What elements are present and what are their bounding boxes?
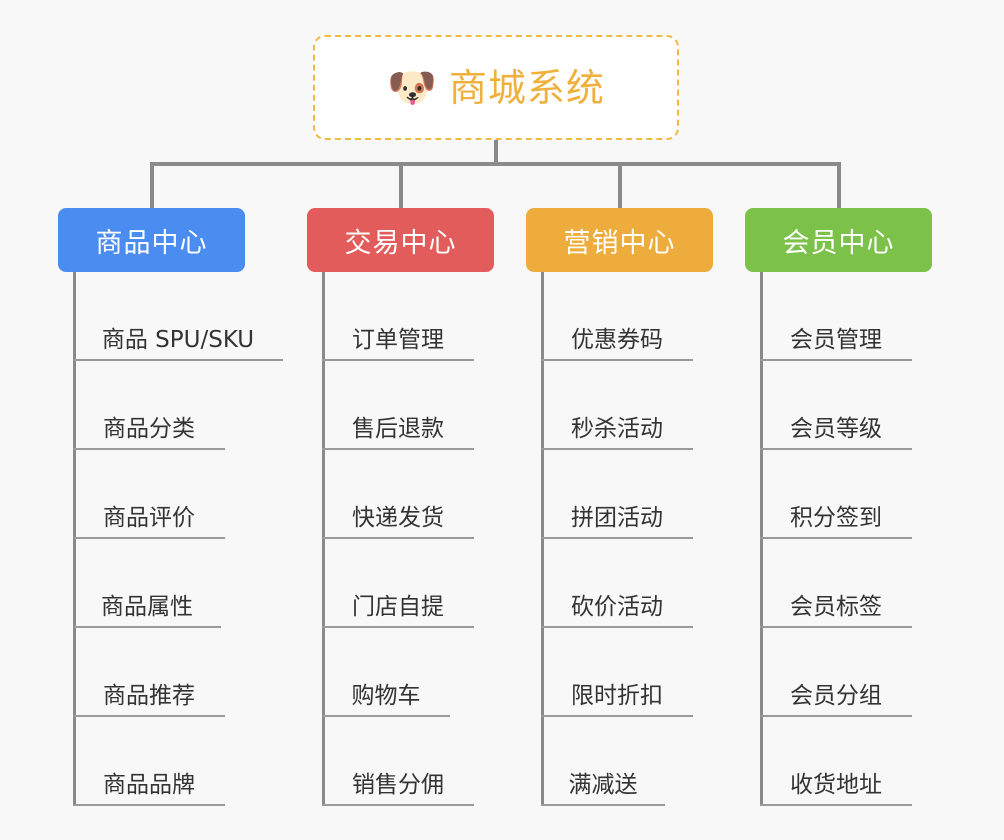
leaf-item[interactable]: 秒杀活动 (541, 361, 693, 450)
leaf-item[interactable]: 限时折扣 (541, 628, 693, 717)
category-header-1[interactable]: 商品中心 (58, 208, 245, 272)
leaf-trunk-line (322, 272, 325, 806)
leaf-item[interactable]: 商品品牌 (73, 717, 225, 806)
leaf-item[interactable]: 订单管理 (322, 272, 474, 361)
leaf-item-label: 售后退款 (352, 415, 444, 442)
leaf-item[interactable]: 商品推荐 (73, 628, 225, 717)
leaf-item[interactable]: 快递发货 (322, 450, 474, 539)
leaf-item-label: 满减送 (568, 771, 638, 798)
category-drop-connector-4 (836, 162, 841, 208)
leaf-item-label: 秒杀活动 (571, 415, 663, 442)
leaf-item[interactable]: 满减送 (541, 717, 665, 806)
leaf-item[interactable]: 拼团活动 (541, 450, 693, 539)
root-node[interactable]: 🐶 商城系统 (313, 35, 679, 140)
root-stem-connector (494, 140, 498, 166)
leaf-item[interactable]: 售后退款 (322, 361, 474, 450)
leaf-item-label: 收货地址 (790, 771, 882, 798)
root-title: 商城系统 (448, 65, 605, 110)
leaf-item[interactable]: 商品 SPU/SKU (73, 272, 283, 361)
leaf-item[interactable]: 会员等级 (760, 361, 912, 450)
leaf-list: 会员管理会员等级积分签到会员标签会员分组收货地址 (745, 272, 932, 806)
leaf-item-label: 商品属性 (101, 593, 193, 620)
category-header-label: 营销中心 (563, 227, 676, 259)
category-header-4[interactable]: 会员中心 (745, 208, 932, 272)
leaf-list: 订单管理售后退款快递发货门店自提购物车销售分佣 (307, 272, 494, 806)
leaf-list: 优惠券码秒杀活动拼团活动砍价活动限时折扣满减送 (526, 272, 713, 806)
leaf-item[interactable]: 优惠券码 (541, 272, 693, 361)
leaf-item-label: 商品推荐 (103, 682, 195, 709)
leaf-trunk-line (541, 272, 544, 806)
leaf-item-label: 优惠券码 (571, 326, 663, 353)
category-drop-connector-2 (398, 162, 403, 208)
category-column: 交易中心订单管理售后退款快递发货门店自提购物车销售分佣 (307, 208, 494, 806)
leaf-item[interactable]: 商品分类 (73, 361, 225, 450)
leaf-item-label: 会员分组 (790, 682, 882, 709)
category-column: 营销中心优惠券码秒杀活动拼团活动砍价活动限时折扣满减送 (526, 208, 713, 806)
leaf-item[interactable]: 会员标签 (760, 539, 912, 628)
leaf-item[interactable]: 会员管理 (760, 272, 912, 361)
leaf-item-label: 商品品牌 (103, 771, 195, 798)
leaf-item[interactable]: 收货地址 (760, 717, 912, 806)
leaf-item-label: 商品分类 (103, 415, 195, 442)
leaf-item-label: 积分签到 (790, 504, 882, 531)
leaf-item-label: 会员管理 (790, 326, 882, 353)
leaf-item-label: 会员标签 (790, 593, 882, 620)
category-header-label: 商品中心 (95, 227, 208, 259)
leaf-item[interactable]: 门店自提 (322, 539, 474, 628)
category-header-label: 会员中心 (782, 227, 895, 259)
leaf-item-label: 拼团活动 (571, 504, 663, 531)
category-header-label: 交易中心 (344, 227, 457, 259)
category-column: 会员中心会员管理会员等级积分签到会员标签会员分组收货地址 (745, 208, 932, 806)
leaf-trunk-line (73, 272, 76, 806)
leaf-item[interactable]: 商品评价 (73, 450, 225, 539)
shiba-dog-icon: 🐶 (387, 64, 437, 111)
leaf-trunk-line (760, 272, 763, 806)
category-header-2[interactable]: 交易中心 (307, 208, 494, 272)
category-column: 商品中心商品 SPU/SKU 商品分类商品评价商品属性商品推荐商品品牌 (58, 208, 283, 806)
leaf-list: 商品 SPU/SKU 商品分类商品评价商品属性商品推荐商品品牌 (58, 272, 283, 806)
category-drop-connector-3 (617, 162, 622, 208)
leaf-item-label: 限时折扣 (571, 682, 663, 709)
category-header-3[interactable]: 营销中心 (526, 208, 713, 272)
leaf-item[interactable]: 砍价活动 (541, 539, 693, 628)
leaf-item-label: 快递发货 (352, 504, 444, 531)
horizontal-bus-connector (149, 162, 841, 166)
leaf-item[interactable]: 会员分组 (760, 628, 912, 717)
leaf-item[interactable]: 销售分佣 (322, 717, 474, 806)
leaf-item-label: 销售分佣 (352, 771, 444, 798)
leaf-item-label: 砍价活动 (571, 593, 663, 620)
leaf-item[interactable]: 购物车 (322, 628, 450, 717)
leaf-item[interactable]: 积分签到 (760, 450, 912, 539)
leaf-item-label: 商品评价 (103, 504, 195, 531)
leaf-item-label: 会员等级 (790, 415, 882, 442)
leaf-item-label: 订单管理 (352, 326, 444, 353)
leaf-item-label: 门店自提 (352, 593, 444, 620)
leaf-item[interactable]: 商品属性 (73, 539, 221, 628)
leaf-item-label: 购物车 (351, 682, 421, 709)
leaf-item-label: 商品 SPU/SKU (101, 326, 255, 353)
category-drop-connector-1 (149, 162, 154, 208)
